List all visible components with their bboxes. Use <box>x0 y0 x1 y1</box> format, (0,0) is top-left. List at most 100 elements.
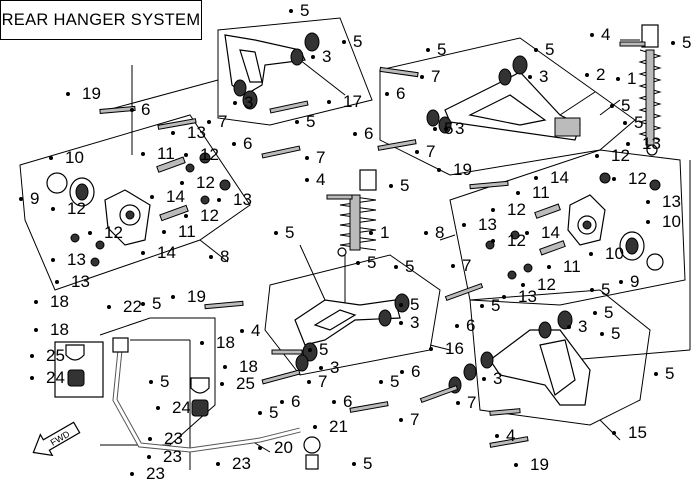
diagram-title: REAR HANGER SYSTEM <box>0 0 202 40</box>
callout-14: 14 <box>157 243 176 262</box>
callout-5: 5 <box>306 112 315 131</box>
callout-dot <box>394 265 398 269</box>
callout-dot <box>180 181 184 185</box>
fwd-arrow-icon: FWD <box>32 421 81 457</box>
callout-dot <box>612 177 616 181</box>
callout-4: 4 <box>251 321 260 340</box>
callout-dot <box>610 104 614 108</box>
callout-12: 12 <box>507 231 526 250</box>
callout-dot <box>141 251 145 255</box>
callout-13: 13 <box>67 250 86 269</box>
callout-12: 12 <box>200 206 219 225</box>
callout-15: 15 <box>628 423 647 442</box>
callout-9: 9 <box>30 189 39 208</box>
callout-dot <box>130 472 134 476</box>
callout-dot <box>258 411 262 415</box>
callout-5: 5 <box>410 295 419 314</box>
callout-7: 7 <box>431 67 440 86</box>
callout-18: 18 <box>50 320 69 339</box>
callout-dot <box>534 176 538 180</box>
callout-dot <box>141 302 145 306</box>
callout-1: 1 <box>380 223 389 242</box>
bushings <box>54 341 210 417</box>
callout-dot <box>619 280 623 284</box>
callout-dot <box>612 431 616 435</box>
callout-dot <box>525 231 529 235</box>
callout-23: 23 <box>163 447 182 466</box>
knuckle-right <box>485 172 664 280</box>
callout-dot <box>220 382 224 386</box>
callout-12: 12 <box>67 199 86 218</box>
callout-25: 25 <box>236 374 255 393</box>
callout-5: 5 <box>285 223 294 242</box>
callout-13: 13 <box>187 123 206 142</box>
callout-dot <box>216 462 220 466</box>
callout-dot <box>567 325 571 329</box>
callout-5: 5 <box>367 253 376 272</box>
callout-dot <box>444 127 448 131</box>
callout-5: 5 <box>160 372 169 391</box>
callout-16: 16 <box>445 339 464 358</box>
callout-19: 19 <box>453 160 472 179</box>
callout-18: 18 <box>216 333 235 352</box>
callout-14: 14 <box>166 187 185 206</box>
callout-5: 5 <box>444 119 453 138</box>
callout-14: 14 <box>541 223 560 242</box>
callout-3: 3 <box>244 93 253 112</box>
callout-11: 11 <box>563 257 581 276</box>
callout-5: 5 <box>601 280 610 299</box>
callout-5: 5 <box>269 403 278 422</box>
callout-3: 3 <box>539 67 548 86</box>
callout-dot <box>433 127 437 131</box>
callout-dot <box>415 150 419 154</box>
callout-24: 24 <box>172 398 191 417</box>
callout-dot <box>150 195 154 199</box>
callout-11: 11 <box>532 183 550 202</box>
callout-3: 3 <box>322 47 331 66</box>
callout-5: 5 <box>491 296 500 315</box>
callout-dot <box>590 288 594 292</box>
callout-19: 19 <box>82 84 101 103</box>
lower-a-arm-center <box>294 293 410 372</box>
callout-7: 7 <box>426 142 435 161</box>
callout-dot <box>147 455 151 459</box>
callout-13: 13 <box>662 192 681 211</box>
callout-dot <box>482 377 486 381</box>
callout-20: 20 <box>274 438 293 457</box>
callout-dot <box>547 265 551 269</box>
callout-10: 10 <box>65 148 84 167</box>
callout-dot <box>626 142 630 146</box>
callout-dot <box>51 207 55 211</box>
callout-6: 6 <box>466 316 475 335</box>
callout-23: 23 <box>164 429 183 448</box>
callout-1: 1 <box>627 69 636 88</box>
callout-17: 17 <box>343 92 362 111</box>
callout-5: 5 <box>621 96 630 115</box>
callout-dot <box>385 92 389 96</box>
callout-13: 13 <box>518 287 537 306</box>
callout-dot <box>671 41 675 45</box>
callout-dot <box>342 40 346 44</box>
callout-dot <box>424 231 428 235</box>
callout-dot <box>49 156 53 160</box>
callout-dot <box>30 354 34 358</box>
callout-dot <box>88 231 92 235</box>
callout-dot <box>55 280 59 284</box>
callout-dot <box>420 75 424 79</box>
callout-dot <box>327 100 331 104</box>
callout-5: 5 <box>604 303 613 322</box>
callout-dot <box>232 142 236 146</box>
callout-11: 11 <box>157 144 175 163</box>
callout-dot <box>162 230 166 234</box>
callout-5: 5 <box>363 454 372 473</box>
callout-5: 5 <box>300 1 309 20</box>
callout-dot <box>455 324 459 328</box>
callout-7: 7 <box>316 148 325 167</box>
callout-dot <box>130 108 134 112</box>
callout-6: 6 <box>343 392 352 411</box>
callout-dot <box>426 48 430 52</box>
stabilizer-bar <box>112 337 321 470</box>
callout-dot <box>295 120 299 124</box>
